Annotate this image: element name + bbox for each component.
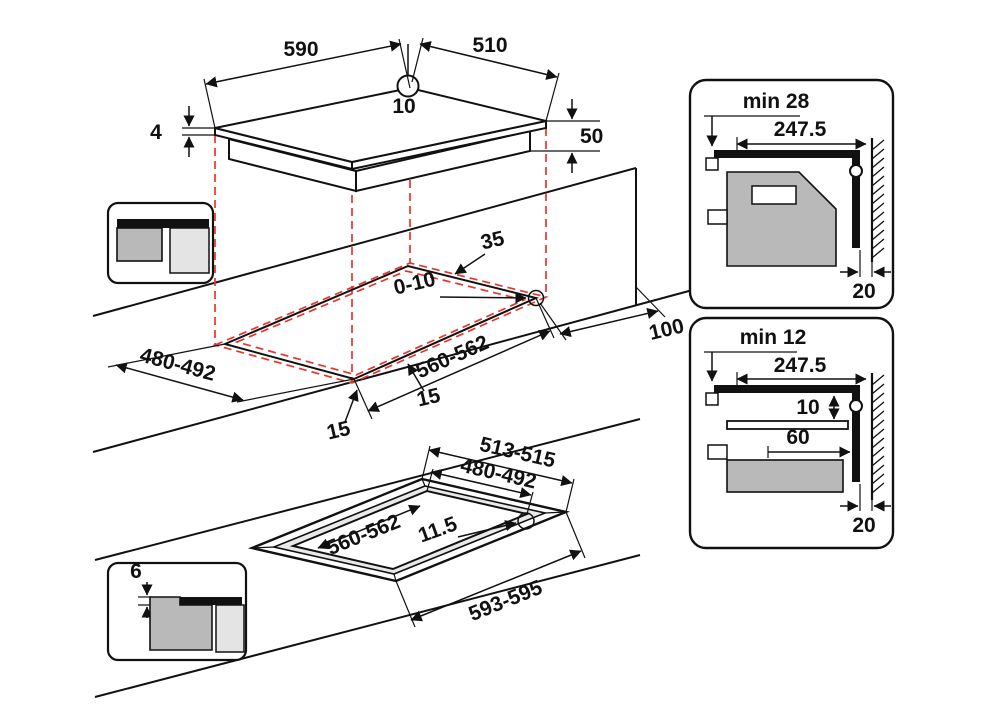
dim-recess-depth: 6 [130, 560, 142, 583]
glass-section [180, 597, 242, 605]
flush-back-edge [94, 418, 641, 561]
dim-corner: 35 [479, 227, 507, 255]
fixing-peg-b [849, 399, 863, 413]
dim-line-flush-depth [430, 468, 532, 499]
dim-line-cutout-width [367, 330, 551, 412]
dim-cutout-width: 560-562 [412, 331, 492, 383]
dim-front-margin: 15 [325, 417, 353, 445]
label-min-clearance-b: min 12 [740, 326, 807, 349]
dim-hob-height: 50 [580, 125, 603, 148]
dim-edge-gap: 0-10 [391, 268, 437, 300]
dim-line-width [205, 40, 402, 88]
fixing-peg-a [849, 164, 863, 178]
dim-side-margin: 15 [415, 384, 443, 412]
vent-opening [751, 185, 797, 205]
shelf-section [726, 420, 849, 430]
wall-hatching-b [871, 374, 885, 494]
glass-section [117, 219, 209, 228]
overlap-profile-inset [106, 201, 215, 285]
side-bracket-a [707, 209, 728, 225]
dim-line-ledge-depth [428, 446, 573, 487]
worktop-section [116, 227, 163, 262]
dim-cutout-depth: 480-492 [137, 344, 217, 386]
dim-shelf-gap: 10 [796, 396, 819, 419]
dim-line-depth [419, 41, 558, 80]
flush-cutout [248, 477, 570, 583]
hob-section-a [714, 150, 860, 158]
hob-isometric [214, 44, 547, 193]
hob-section-b [714, 385, 860, 393]
dim-center-wall-a: 247.5 [774, 118, 827, 141]
wall-hatching-a [871, 139, 885, 259]
dim-shelf-depth: 60 [786, 426, 809, 449]
dim-wall-gap-b: 20 [852, 514, 875, 537]
drawer-section [726, 459, 844, 493]
dim-wall-distance: 100 [647, 315, 686, 345]
dim-line-cutout-depth [115, 362, 244, 403]
hob-body-section [215, 604, 245, 653]
cutout-corner-marker [527, 289, 545, 307]
dim-wall-gap-a: 20 [852, 280, 875, 303]
worktop-back-edge [92, 167, 637, 317]
hob-box-side-a [852, 158, 860, 248]
section-flush: min 12 247.5 10 60 20 [688, 316, 895, 550]
section-standard: min 28 247.5 20 [688, 78, 895, 310]
dim-line-wall-distance [559, 307, 659, 338]
dim-line-flush-width [317, 504, 421, 550]
fixing-clip-b [705, 392, 719, 406]
ledge-corner-marker [517, 512, 535, 530]
dim-center-wall-b: 247.5 [774, 354, 827, 377]
hob-footprint-outline [212, 262, 549, 384]
hob-dimensions: 590 510 10 4 50 [150, 34, 603, 173]
fixing-clip-a [705, 157, 719, 171]
label-min-clearance-a: min 28 [743, 90, 810, 113]
flush-profile-inset: 6 [106, 560, 248, 662]
dim-hob-depth: 510 [472, 34, 507, 57]
hob-body-section [169, 227, 210, 274]
dim-outer-width: 593-595 [466, 576, 546, 626]
dim-glass-thickness: 4 [150, 121, 162, 144]
dim-line-outer-width [410, 549, 582, 622]
dim-hob-hole: 10 [392, 95, 415, 118]
hob-box-side-b [852, 393, 860, 482]
flush-dimensions: 513-515 480-492 560-562 11.5 593-595 [317, 433, 586, 628]
dim-hob-width: 590 [283, 38, 318, 61]
side-bracket-b [707, 444, 728, 460]
